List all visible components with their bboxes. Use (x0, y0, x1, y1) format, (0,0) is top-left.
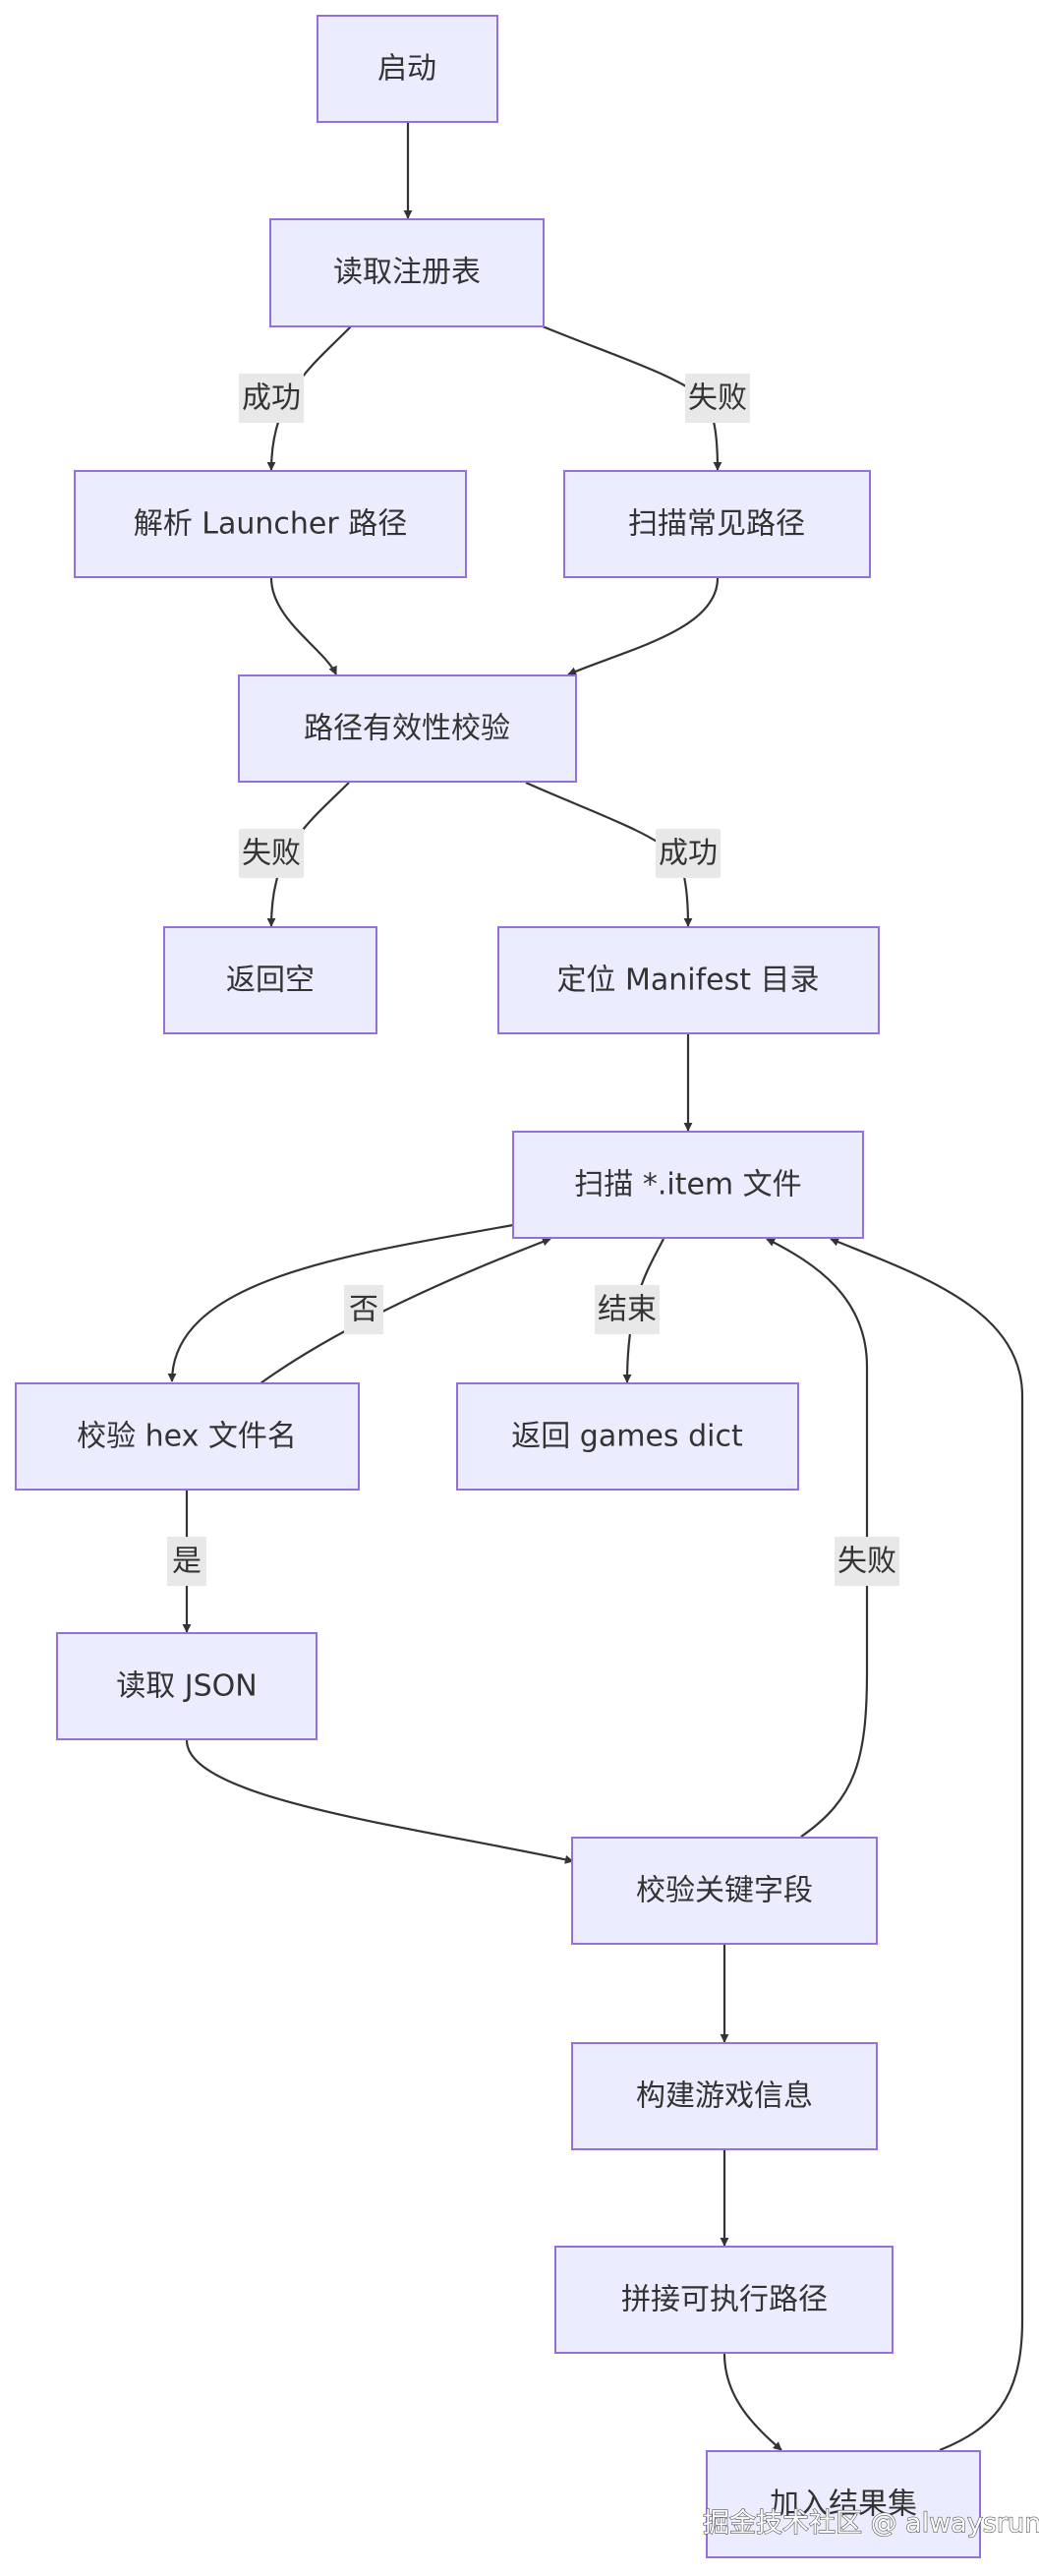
edge-label-registry-fail-text: 失败 (688, 381, 747, 416)
edge-label-path-fail-text: 失败 (242, 837, 301, 871)
edge-scan-items-to-hex (167, 1223, 514, 1382)
edge-label-path-fail: 失败 (239, 829, 304, 878)
node-build-info-label: 构建游戏信息 (636, 2079, 813, 2114)
edge-label-hex-no-text: 否 (349, 1293, 378, 1327)
node-validate-path-label: 路径有效性校验 (304, 712, 510, 746)
node-join-path-label: 拼接可执行路径 (621, 2283, 828, 2317)
edge-scan-common-to-validate (567, 577, 720, 676)
watermark-text: 掘金技术社区 @ alwaysrun (703, 2508, 1039, 2539)
node-scan-common-label: 扫描常见路径 (628, 507, 805, 542)
node-return-empty: 返回空 (163, 926, 377, 1034)
node-scan-common: 扫描常见路径 (563, 470, 871, 578)
edge-label-path-success: 成功 (656, 829, 721, 878)
edge-label-scan-end-text: 结束 (598, 1293, 657, 1327)
node-scan-items: 扫描 *.item 文件 (512, 1131, 864, 1239)
node-validate-path: 路径有效性校验 (238, 674, 577, 783)
node-add-result: 加入结果集 (706, 2450, 981, 2558)
node-read-json-label: 读取 JSON (116, 1669, 257, 1704)
edge-label-hex-yes-text: 是 (172, 1545, 202, 1579)
node-start: 启动 (317, 15, 498, 123)
node-read-registry: 读取注册表 (269, 218, 545, 327)
edge-label-registry-fail: 失败 (685, 374, 750, 423)
edge-fields-to-scan-items (766, 1238, 869, 1838)
edge-read-json-to-fields (185, 1739, 574, 1864)
node-read-registry-label: 读取注册表 (333, 256, 481, 290)
node-locate-manifest: 定位 Manifest 目录 (497, 926, 880, 1034)
edge-label-hex-no: 否 (344, 1285, 383, 1334)
node-locate-manifest-label: 定位 Manifest 目录 (556, 964, 819, 998)
edge-label-fields-fail: 失败 (835, 1537, 899, 1586)
edge-hex-to-scan-items (260, 1237, 551, 1384)
edge-label-registry-success-text: 成功 (242, 381, 301, 416)
node-build-info: 构建游戏信息 (571, 2042, 878, 2150)
node-check-fields: 校验关键字段 (571, 1837, 878, 1945)
edge-label-scan-end: 结束 (595, 1285, 660, 1334)
node-start-label: 启动 (377, 52, 436, 87)
node-parse-launcher: 解析 Launcher 路径 (74, 470, 467, 578)
node-parse-launcher-label: 解析 Launcher 路径 (134, 507, 408, 542)
edge-parse-to-validate (269, 577, 337, 675)
edge-add-to-scan-items (830, 1237, 1024, 2452)
edge-label-hex-yes: 是 (167, 1537, 206, 1586)
node-return-games-label: 返回 games dict (511, 1420, 743, 1454)
node-return-empty-label: 返回空 (226, 964, 315, 998)
node-check-hex: 校验 hex 文件名 (15, 1382, 360, 1491)
node-return-games: 返回 games dict (456, 1382, 799, 1491)
node-read-json: 读取 JSON (56, 1632, 317, 1740)
edge-label-registry-success: 成功 (239, 374, 304, 423)
node-add-result-label: 加入结果集 (770, 2488, 917, 2522)
edge-join-to-add (722, 2353, 782, 2451)
edge-label-path-success-text: 成功 (659, 837, 718, 871)
node-check-hex-label: 校验 hex 文件名 (77, 1420, 297, 1454)
node-join-path: 拼接可执行路径 (554, 2246, 894, 2354)
node-check-fields-label: 校验关键字段 (636, 1874, 813, 1908)
node-scan-items-label: 扫描 *.item 文件 (574, 1168, 801, 1202)
edge-label-fields-fail-text: 失败 (837, 1545, 896, 1579)
